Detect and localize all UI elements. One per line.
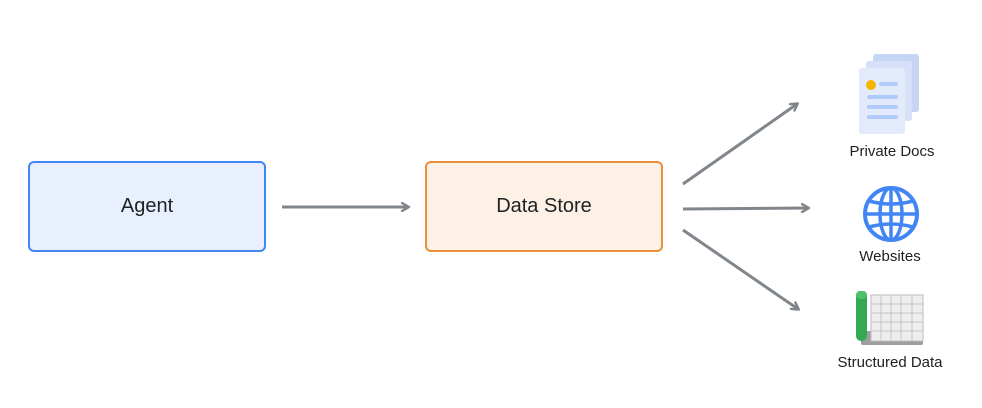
arrow-store-to-private-docs: [682, 104, 797, 186]
websites-label: Websites: [859, 248, 921, 265]
private-docs-label: Private Docs: [849, 143, 935, 160]
agent-node: Agent: [28, 161, 266, 252]
agent-label: Agent: [120, 195, 174, 217]
spreadsheet-icon: [856, 291, 924, 345]
globe-icon: [863, 186, 919, 242]
arrow-store-to-websites: [682, 208, 808, 209]
arrow-store-to-structured-data: [682, 228, 798, 309]
document-stack-icon: [859, 54, 919, 134]
data-store-node: Data Store: [425, 161, 663, 252]
data-store-label: Data Store: [496, 195, 592, 217]
structured-data-label: Structured Data: [837, 354, 943, 371]
